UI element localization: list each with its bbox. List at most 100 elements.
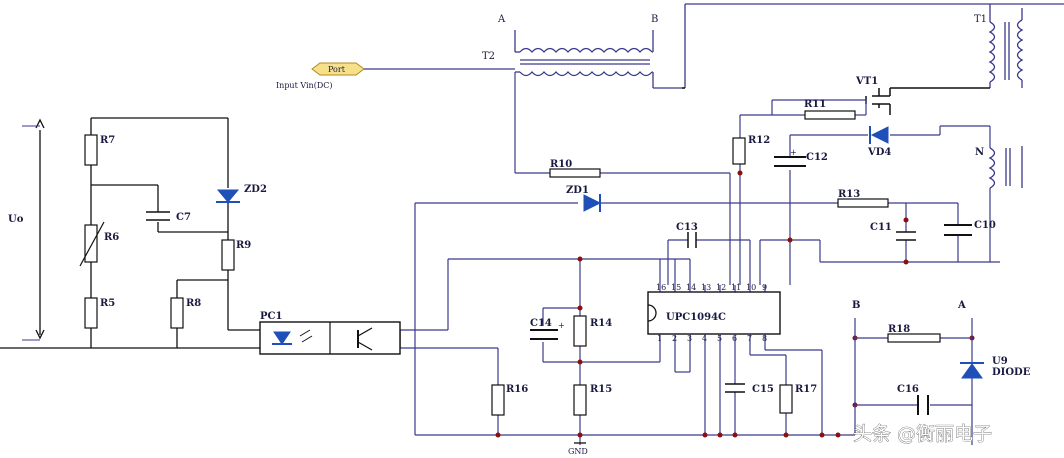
input-vin-label: Input Vin(DC) xyxy=(276,81,332,90)
label-r17: R17 xyxy=(795,384,817,395)
label-r14: R14 xyxy=(590,318,612,329)
label-r11: R11 xyxy=(804,99,826,110)
ic-pin-bottom: 8 xyxy=(762,334,767,343)
label-n: N xyxy=(975,147,984,158)
ic-pin-top: 9 xyxy=(762,283,767,292)
label-c14: C14 xyxy=(530,318,552,329)
label-zd2: ZD2 xyxy=(244,184,267,195)
capacitor-c15 xyxy=(725,383,745,393)
ic-pin-bottom: 5 xyxy=(717,334,722,343)
capacitor-c7 xyxy=(146,211,170,221)
label-u9: U9 xyxy=(992,356,1008,367)
wires-left xyxy=(0,117,401,349)
label-r10: R10 xyxy=(550,159,572,170)
uo-bracket xyxy=(22,125,40,341)
resistor-r10 xyxy=(549,168,601,178)
wires-c13 xyxy=(667,239,751,285)
ic-pin-top: 10 xyxy=(746,283,756,292)
capacitor-c12 xyxy=(774,156,806,167)
label-diode: DIODE xyxy=(992,367,1031,378)
label-a-right: A xyxy=(957,300,966,311)
label-r15: R15 xyxy=(590,384,612,395)
label-r5: R5 xyxy=(100,298,115,309)
label-c12: C12 xyxy=(806,152,828,163)
label-uo: Uo xyxy=(8,214,24,225)
label-r8: R8 xyxy=(186,298,201,309)
resistor-r12 xyxy=(732,137,746,165)
resistor-r18 xyxy=(887,333,941,343)
label-t1: T1 xyxy=(974,14,987,25)
capacitor-c16 xyxy=(917,395,929,415)
zener-zd2 xyxy=(216,189,240,203)
svg-text:+: + xyxy=(790,148,797,157)
resistor-r15 xyxy=(573,384,587,416)
wires-mid-top xyxy=(739,99,991,285)
optocoupler-pc1 xyxy=(259,321,401,355)
ic-pin-bottom: 3 xyxy=(687,334,692,343)
wires-r10-zd1 xyxy=(414,72,1000,435)
label-a-top: A xyxy=(497,14,506,25)
ic-label: UPC1094C xyxy=(666,312,726,323)
label-vd4: VD4 xyxy=(867,147,891,158)
label-gnd: GND xyxy=(568,447,588,456)
transformer-t1 xyxy=(988,4,1024,88)
wires-right-lower xyxy=(854,318,973,445)
ic-pin-top: 14 xyxy=(686,283,696,292)
label-r9: R9 xyxy=(236,240,251,251)
label-c13: C13 xyxy=(676,222,698,233)
winding-n xyxy=(988,146,1023,189)
resistor-r7 xyxy=(84,134,98,166)
label-r6: R6 xyxy=(104,232,119,243)
resistor-r8 xyxy=(170,297,184,329)
wires-center xyxy=(400,258,855,445)
potentiometer-r6 xyxy=(79,221,105,267)
ic-pin-top: 15 xyxy=(671,283,681,292)
zener-zd1 xyxy=(583,194,602,212)
label-c15: C15 xyxy=(752,384,774,395)
input-port: Port Input Vin(DC) xyxy=(276,62,515,90)
label-r16: R16 xyxy=(506,384,528,395)
port-label: Port xyxy=(328,65,346,74)
ic-pin-bottom: 1 xyxy=(657,334,662,343)
transformer-t2 xyxy=(514,3,1064,89)
label-c7: C7 xyxy=(176,212,191,223)
label-b-top: B xyxy=(651,14,658,25)
capacitor-c13 xyxy=(687,232,697,248)
label-pc1: PC1 xyxy=(260,311,282,322)
resistor-r17 xyxy=(779,384,793,414)
junction-dots xyxy=(495,170,975,438)
resistor-r11 xyxy=(804,110,856,120)
ic-pin-top: 12 xyxy=(716,283,726,292)
ic-pin-top: 11 xyxy=(731,283,741,292)
label-r7: R7 xyxy=(100,135,115,146)
resistor-r5 xyxy=(84,297,98,329)
resistor-r13 xyxy=(837,198,889,208)
resistor-r14 xyxy=(573,315,587,347)
label-c10: C10 xyxy=(974,220,996,231)
capacitor-c11 xyxy=(896,231,916,241)
transistor-vt1 xyxy=(682,87,990,115)
label-c16: C16 xyxy=(897,384,919,395)
capacitor-c14 xyxy=(530,329,558,340)
svg-text:+: + xyxy=(558,321,565,330)
ic-pin-bottom: 4 xyxy=(702,334,707,343)
label-b-right: B xyxy=(852,300,860,311)
ic-pin-bottom: 6 xyxy=(732,334,737,343)
label-c11: C11 xyxy=(870,222,892,233)
diode-vd4 xyxy=(869,126,889,144)
ic-upc1094c: UPC1094C 16 15 14 13 12 11 10 9 1 2 3 4 … xyxy=(647,276,781,343)
resistor-r9 xyxy=(221,239,235,271)
resistor-r16 xyxy=(491,384,505,416)
label-t2: T2 xyxy=(482,51,495,62)
ic-pin-top: 13 xyxy=(701,283,711,292)
label-zd1: ZD1 xyxy=(566,185,589,196)
label-r13: R13 xyxy=(838,189,860,200)
watermark: 头条 @衡丽电子 xyxy=(853,423,992,445)
ic-pin-bottom: 7 xyxy=(747,334,752,343)
label-vt1: VT1 xyxy=(855,76,878,87)
label-r12: R12 xyxy=(748,135,770,146)
diode-u9 xyxy=(960,362,984,379)
label-r18: R18 xyxy=(888,324,910,335)
ic-pin-bottom: 2 xyxy=(672,334,677,343)
